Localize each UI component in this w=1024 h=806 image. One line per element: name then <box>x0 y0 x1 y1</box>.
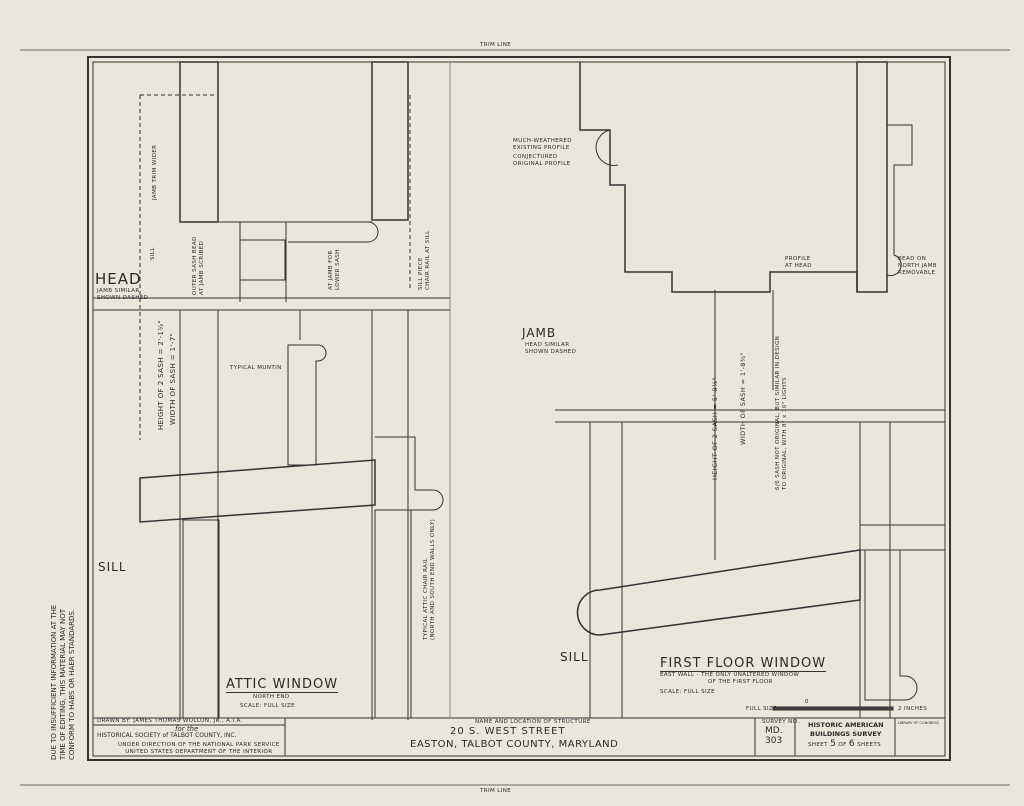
direction: UNDER DIRECTION OF THE NATIONAL PARK SER… <box>118 742 280 748</box>
habs: HISTORIC AMERICAN <box>808 721 884 729</box>
bead-note: REMOVABLE <box>898 270 936 276</box>
head-note: JAMB SIMILAR <box>97 288 140 294</box>
library-of-congress: LIBRARY OF CONGRESS <box>898 721 940 725</box>
weathered-note: EXISTING PROFILE <box>513 145 570 151</box>
direction: UNITED STATES DEPARTMENT OF THE INTERIOR <box>125 749 273 755</box>
jamb-trim-note: JAMB TRIM WIDER <box>152 144 158 200</box>
location: EASTON, TALBOT COUNTY, MARYLAND <box>410 739 619 750</box>
sheet-of: OF <box>838 742 847 748</box>
first-floor-subtitle: OF THE FIRST FLOOR <box>708 679 773 685</box>
sheet-suffix: SHEETS <box>857 742 881 748</box>
trim-line-top-label: TRIM LINE <box>480 42 512 48</box>
attic-scale: SCALE: FULL SIZE <box>240 703 296 709</box>
society: HISTORICAL SOCIETY of TALBOT COUNTY, INC… <box>97 732 237 739</box>
survey-no: MD. <box>765 726 783 736</box>
side-note: DUE TO INSUFFICIENT INFORMATION AT THE T… <box>50 605 77 760</box>
scalebar-zero: 0 <box>805 699 809 705</box>
first-floor-title: FIRST FLOOR WINDOW <box>660 656 827 672</box>
sheet-border <box>87 56 951 761</box>
name-label: NAME AND LOCATION OF STRUCTURE <box>475 719 591 725</box>
first-floor-subtitle: EAST WALL - THE ONLY UNALTERED WINDOW <box>660 672 800 678</box>
first-floor-scale: SCALE: FULL SIZE <box>660 689 716 695</box>
first-floor-sill-label: SILL <box>560 650 589 664</box>
scalebar-right: 2 INCHES <box>898 706 928 712</box>
sheet-num: 5 <box>830 739 837 749</box>
side-note-line: CONFORM TO HABS OR HAER STANDARDS. <box>68 608 76 760</box>
conjectured-note: ORIGINAL PROFILE <box>513 161 571 167</box>
profile-head-note: PROFILE <box>785 256 811 262</box>
survey-label: SURVEY NO. <box>762 719 800 725</box>
bead-note: BEAD ON <box>898 256 927 262</box>
sash-note: TO ORIGINAL, WITH 8" x 10" LIGHTS <box>782 376 788 490</box>
drawn-by: DRAWN BY: JAMES THOMAS WOLLON, JR., A.I.… <box>97 718 243 724</box>
attic-height-dim: HEIGHT OF 2 SASH = 2'-1½" <box>157 319 165 430</box>
inner-border <box>92 61 946 757</box>
attic-window-section <box>93 61 450 720</box>
side-note-line: DUE TO INSUFFICIENT INFORMATION AT THE <box>50 604 58 760</box>
muntin-note: TYPICAL MUNTIN <box>230 365 282 371</box>
jamb-note: HEAD SIMILAR <box>525 342 570 348</box>
address: 20 S. WEST STREET <box>450 726 566 737</box>
weathered-note: MUCH-WEATHERED <box>513 138 572 144</box>
attic-sill-label: SILL <box>98 560 127 574</box>
conjectured-note: CONJECTURED <box>513 154 558 160</box>
sill-piece-note: SILL PIECE <box>418 257 424 290</box>
lower-sash-note: LOWER SASH <box>335 249 341 290</box>
head-note: SHOWN DASHED <box>97 295 149 301</box>
sheet-number: SHEET 5 OF 6 SHEETS <box>808 739 881 749</box>
chair-rail-note: (NORTH AND SOUTH END WALLS ONLY) <box>430 518 436 640</box>
profile-head-note: AT HEAD <box>785 263 812 269</box>
outer-bead-note: OUTER SASH BEAD <box>192 236 198 295</box>
bead-note: NORTH JAMB <box>898 263 937 269</box>
lower-sash-note: AT JAMB FOR <box>328 250 334 290</box>
attic-width-dim: WIDTH OF SASH = 1'-7" <box>169 332 177 425</box>
trim-line-bottom-label: TRIM LINE <box>480 788 512 794</box>
attic-subtitle: NORTH END <box>253 694 290 700</box>
sheet-prefix: SHEET <box>808 742 828 748</box>
chair-rail-note: TYPICAL ATTIC CHAIR RAIL <box>423 558 429 640</box>
scalebar-left: FULL SIZE <box>746 706 778 712</box>
attic-title: ATTIC WINDOW <box>226 677 339 693</box>
side-note-line: TIME OF EDITING, THIS MATERIAL MAY NOT <box>59 608 67 760</box>
survey-no: 303 <box>765 736 783 746</box>
jamb-label: JAMB <box>522 326 557 340</box>
sill-piece-note: CHAIR RAIL AT SILL <box>425 230 431 290</box>
sash-note: 6/6 SASH NOT ORIGINAL, BUT SIMILAR IN DE… <box>775 335 781 490</box>
for-the: for the <box>175 725 199 733</box>
sheet-total: 6 <box>848 739 855 749</box>
habs: BUILDINGS SURVEY <box>810 730 882 738</box>
first-floor-height-dim: HEIGHT OF 2 SASH = 5'-8½" <box>711 377 719 480</box>
head-label: HEAD <box>95 270 142 288</box>
jamb-note: SHOWN DASHED <box>525 349 577 355</box>
sill-dim: SILL <box>150 247 156 260</box>
first-floor-width-dim: WIDTH OF SASH = 1'-8¾" <box>739 352 747 445</box>
first-floor-window-section <box>555 61 946 718</box>
outer-bead-note: AT JAMB SCRIBED <box>199 240 205 295</box>
